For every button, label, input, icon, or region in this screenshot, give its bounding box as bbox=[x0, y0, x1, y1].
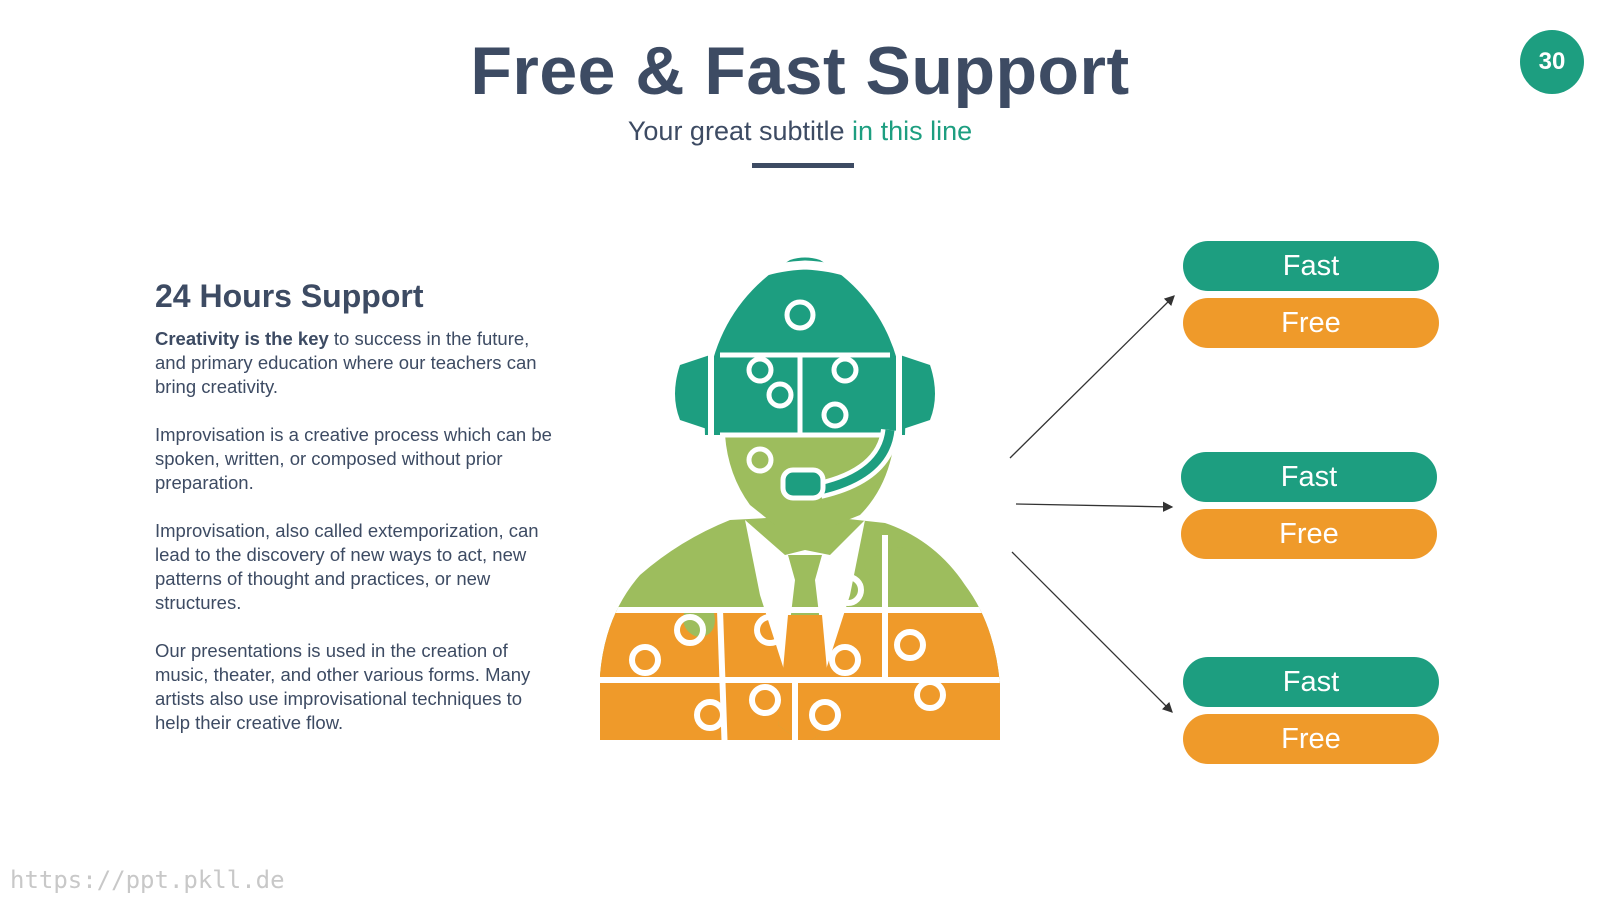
page-subtitle: Your great subtitle in this line bbox=[0, 116, 1600, 147]
subtitle-main: Your great subtitle bbox=[627, 116, 845, 146]
free-pill-2: Free bbox=[1181, 509, 1437, 559]
paragraph-3: Improvisation, also called extemporizati… bbox=[155, 520, 539, 613]
fast-pill-2: Fast bbox=[1181, 452, 1437, 502]
arrow-to-group-3 bbox=[1011, 551, 1173, 713]
fast-pill-3: Fast bbox=[1183, 657, 1439, 707]
support-agent-puzzle-icon bbox=[600, 257, 1000, 740]
paragraph-1: Creativity is the key to success in the … bbox=[155, 327, 555, 399]
arrow-to-group-2 bbox=[1015, 501, 1174, 513]
subtitle-highlight: in this line bbox=[852, 116, 973, 146]
fast-pill-1: Fast bbox=[1183, 241, 1439, 291]
free-pill-1: Free bbox=[1183, 298, 1439, 348]
watermark-url: https://ppt.pkll.de bbox=[10, 866, 285, 894]
paragraph-4: Our presentations is used in the creatio… bbox=[155, 640, 531, 733]
page-title: Free & Fast Support bbox=[470, 33, 1130, 109]
title-underline bbox=[752, 163, 854, 168]
support-description: 24 Hours Support Creativity is the key t… bbox=[155, 278, 555, 759]
paragraph-2: Improvisation is a creative process whic… bbox=[155, 424, 552, 493]
paragraph-1-text: to success in the future, and primary ed… bbox=[155, 328, 537, 397]
free-pill-3: Free bbox=[1183, 714, 1439, 764]
section-heading: 24 Hours Support bbox=[155, 278, 424, 314]
paragraph-1-bold: Creativity is the key bbox=[155, 328, 329, 349]
page-number-badge: 30 bbox=[1520, 30, 1584, 94]
arrow-to-group-1 bbox=[1009, 295, 1175, 459]
